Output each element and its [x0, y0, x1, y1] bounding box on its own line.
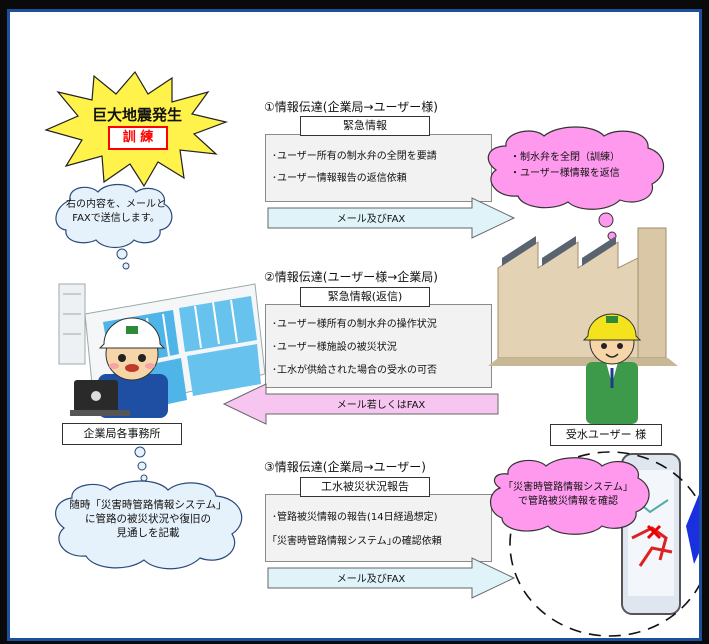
step1-arrow-label: メール及びFAX — [336, 214, 406, 225]
phone-speech-bubble — [489, 457, 650, 535]
thought-dots — [134, 446, 148, 482]
step1-arrow-right — [267, 197, 516, 239]
step1-box — [265, 134, 492, 202]
step3-header: 工水被災状況報告 — [300, 477, 430, 497]
quake-title: 巨大地震発生 — [92, 106, 183, 124]
office-worker-icon — [70, 317, 168, 418]
step3-line: ｢災害時管路情報システム｣の確認依頼 — [272, 536, 442, 547]
system-note-bubble — [55, 480, 243, 570]
step2-box — [265, 304, 492, 388]
step2-line: ･ユーザー様所有の制水弁の操作状況 — [272, 319, 437, 330]
office-label: 企業局各事務所 — [62, 423, 182, 445]
office-bubble-line: FAXで送信します。 — [72, 213, 160, 224]
step1-line: ･ユーザー所有の制水弁の全閉を要請 — [272, 151, 437, 162]
step2-header: 緊急情報(返信) — [300, 287, 430, 307]
step3-title: ③情報伝達(企業局→ユーザー) — [264, 460, 426, 474]
user-bubble-line: ・制水弁を全閉（訓練） — [510, 152, 620, 163]
office-speech-bubble — [55, 183, 173, 270]
office-bubble-line: 右の内容を、メールと — [66, 199, 166, 210]
phone-bubble-line: で管路被災情報を確認 — [518, 496, 618, 507]
step2-arrow-label: メール若しくはFAX — [336, 400, 426, 411]
step2-arrow-left — [222, 383, 499, 425]
step1-title: ①情報伝達(企業局→ユーザー様) — [264, 100, 438, 114]
diagram-panel: 巨大地震発生 訓 練 右の内容を、メールと FAXで送信します。 — [7, 9, 702, 641]
step3-arrow-right — [267, 557, 516, 599]
system-note-line: に管路の被災状況や復旧の — [85, 513, 211, 525]
phone-bubble-line: 「災害時管路情報システム」 — [503, 482, 633, 493]
system-note-line: 随時「災害時管路情報システム」 — [69, 499, 227, 511]
step1-line: ･ユーザー情報報告の返信依頼 — [272, 173, 407, 184]
user-bubble-line: ・ユーザー様情報を返信 — [510, 168, 620, 179]
step2-title: ②情報伝達(ユーザー様→企業局) — [264, 270, 438, 284]
step2-line: ･工水が供給された場合の受水の可否 — [272, 365, 437, 376]
step2-line: ･ユーザー様施設の被災状況 — [272, 342, 397, 353]
user-label: 受水ユーザー 様 — [550, 424, 662, 446]
user-worker-icon — [582, 313, 642, 424]
system-note-line: 見通しを記載 — [116, 527, 180, 539]
step3-line: ･管路被災情報の報告(14日経過想定) — [272, 512, 438, 523]
step3-box — [265, 494, 492, 562]
drill-badge: 訓 練 — [108, 126, 168, 150]
step1-header: 緊急情報 — [300, 116, 430, 136]
user-speech-bubble — [487, 126, 665, 241]
step3-arrow-label: メール及びFAX — [336, 574, 406, 585]
